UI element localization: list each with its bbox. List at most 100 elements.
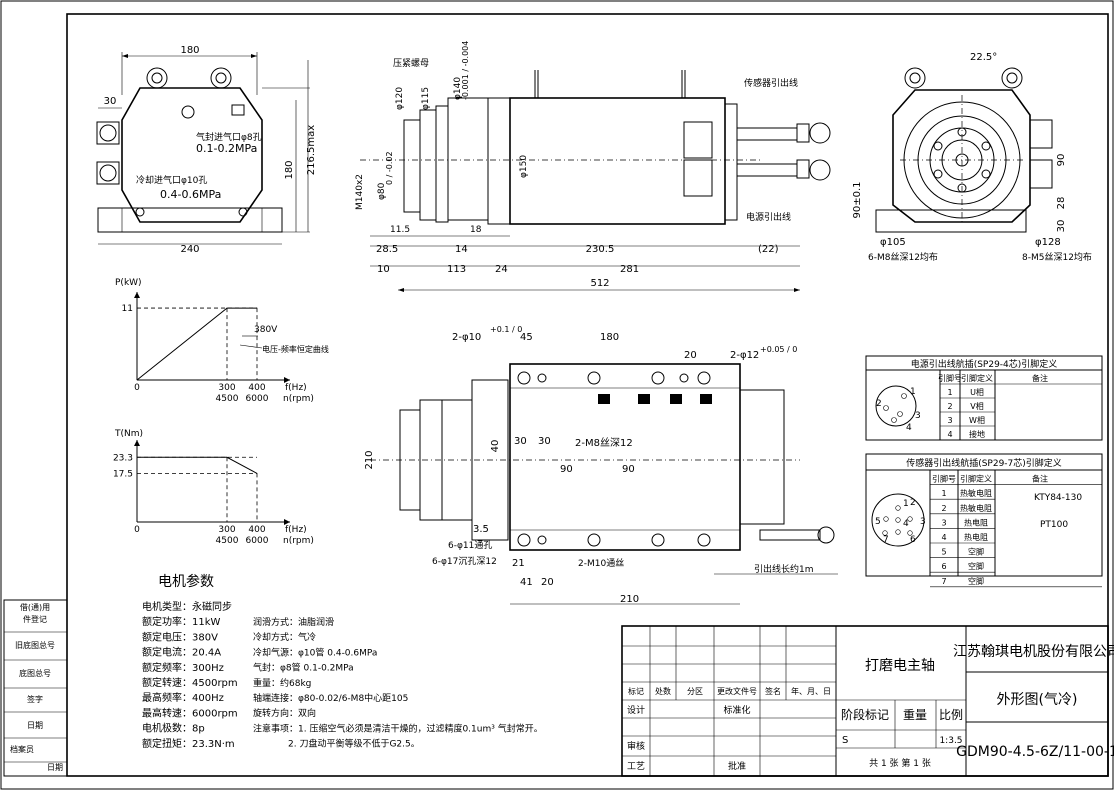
dim-d150: φ150 (519, 155, 529, 178)
connector-pin-label: 4 (903, 519, 909, 529)
connector-pin-label: 2 (876, 399, 882, 409)
connector-pin (901, 393, 907, 399)
y-tick-label: 11 (122, 304, 133, 314)
title-block-headers: 标记处数分区更改文件号签名年、月、日 (628, 686, 831, 696)
param-right-line: 注意事项：1. 压缩空气必须是清洁干燥的，过滤精度0.1um³ 气封常开。 (253, 722, 543, 734)
drawing-number: GDM90-4.5-6Z/11-00-1 (956, 744, 1114, 760)
pin-def-cell: 接地 (969, 429, 985, 439)
connector-pin-label: 1 (910, 387, 916, 397)
air-inlet-label: 气封进气口φ8孔 (196, 131, 262, 143)
connector-pin (897, 411, 903, 417)
title-block-header: 签名 (765, 686, 781, 696)
dim-rear-30: 30 (1056, 220, 1067, 233)
dim-top-210v: 210 (364, 450, 375, 469)
connector-pin (895, 529, 901, 535)
x-tick-rpm-label: 4500 (216, 394, 239, 404)
product-name: 打磨电主轴 (865, 657, 935, 674)
p-annotation-2: 电压-频率恒定曲线 (262, 344, 329, 354)
param-right-line: 冷却方式：气冷 (253, 631, 316, 643)
left-strip-label: 日期 (27, 721, 43, 730)
y-tick-label: 23.3 (113, 453, 133, 463)
dim-front-height-max: 216.5max (306, 125, 317, 175)
power-connector-pins: 1 2 34 (876, 387, 921, 433)
dim-230-5: 230.5 (586, 244, 615, 255)
pin-def-cell: 空脚 (968, 561, 984, 571)
power-lead-label: 电源引出线 (746, 211, 791, 223)
dim-top-30a: 30 (514, 436, 527, 447)
hole17-label: 6-φ17沉孔深12 (432, 556, 497, 567)
param-left-line: 额定扭矩：23.3N·m (142, 737, 235, 750)
hole12-label: 2-φ12 (730, 350, 759, 361)
dim-d80-tol: 0 / -0.02 (385, 151, 394, 185)
dim-front-180: 180 (180, 45, 199, 56)
param-left-line: 电机极数：8p (142, 722, 205, 735)
title-block-header: 分区 (687, 687, 703, 696)
x-tick-label: 400 (248, 525, 265, 535)
param-left-line: 额定转速：4500rpm (142, 676, 238, 689)
dim-top-45: 45 (520, 332, 533, 343)
nut-label: 压紧螺母 (393, 58, 429, 69)
dim-front-30: 30 (104, 96, 117, 107)
pin-number-cell: 3 (941, 518, 946, 527)
p-annotation: 380V (254, 325, 278, 335)
dim-113: 113 (447, 264, 466, 275)
dim-rear-m5: 8-M5丝深12均布 (1022, 251, 1092, 263)
pin-def-cell: 热电阻 (964, 532, 988, 542)
table-header: 引脚号 (932, 474, 956, 484)
connector-pin (891, 417, 897, 423)
param-left-line: 最高频率：400Hz (142, 691, 224, 704)
m10-label: 2-M10通丝 (578, 557, 624, 569)
connector-pin (883, 516, 889, 522)
t-ylabel: T(Nm) (114, 429, 143, 439)
inner-border (66, 13, 1109, 777)
table-header: 引脚定义 (960, 474, 992, 484)
connector-pin (895, 517, 901, 523)
dim-d140-tol: -0.001 / -0.004 (461, 41, 470, 100)
p-xlabel: f(Hz) (285, 383, 307, 393)
cool-inlet-label: 冷却进气口φ10孔 (136, 174, 207, 186)
pin-def-cell: 热电阻 (964, 517, 988, 527)
x-tick-rpm-label: 6000 (246, 536, 269, 546)
dim-top-210h: 210 (620, 594, 639, 605)
dim-rear-90-tol: 90±0.1 (852, 181, 863, 218)
param-right-line: 气封：φ8管 0.1-0.2MPa (253, 662, 354, 674)
dim-top-90b: 90 (622, 464, 635, 475)
series-line (137, 456, 258, 474)
pin-number-cell: 4 (947, 430, 952, 439)
company-name: 江苏翰琪电机股份有限公司 (953, 644, 1114, 660)
dim-rear-90: 90 (1056, 154, 1067, 167)
tb-stage: 阶段标记 (841, 707, 889, 722)
sensor-remark-kty: KTY84-130 (1034, 493, 1082, 503)
left-strip-label: 档案员 (10, 744, 34, 754)
param-left-line: 额定功率：11kW (142, 615, 221, 628)
pin-def-cell: 热敏电阻 (960, 503, 992, 513)
dim-top-30b: 30 (538, 436, 551, 447)
left-strip-label: 底图总号 (19, 668, 51, 678)
param-right-line: 重量：约68kg (253, 677, 311, 689)
dim-d80: φ80 (377, 182, 387, 200)
top-view: 2-φ10 +0.1 / 0 45 180 20 2-φ12 +0.05 / 0… (364, 325, 838, 605)
params-left-column: 电机类型：永磁同步额定功率：11kW额定电压：380V额定电流：20.4A额定频… (142, 600, 238, 750)
connector-pin-label: 5 (875, 517, 881, 527)
tb-stage-value: S (842, 735, 848, 746)
x-tick-label: 300 (218, 383, 235, 393)
rear-view: 22.5° 90 28 30 90±0.1 φ105 φ128 6-M8丝深12… (852, 52, 1092, 263)
connector-pin-label: 3 (915, 411, 921, 421)
table-header: 引脚定义 (961, 373, 993, 383)
hole10-tol: +0.1 / 0 (490, 325, 522, 334)
pin-def-cell: 空脚 (968, 547, 984, 557)
x-tick-label: 400 (248, 383, 265, 393)
dim-m140: M140x2 (355, 174, 365, 210)
dim-top-90a: 90 (560, 464, 573, 475)
connector-pin-label: 4 (906, 423, 912, 433)
connector-pin (882, 530, 888, 536)
